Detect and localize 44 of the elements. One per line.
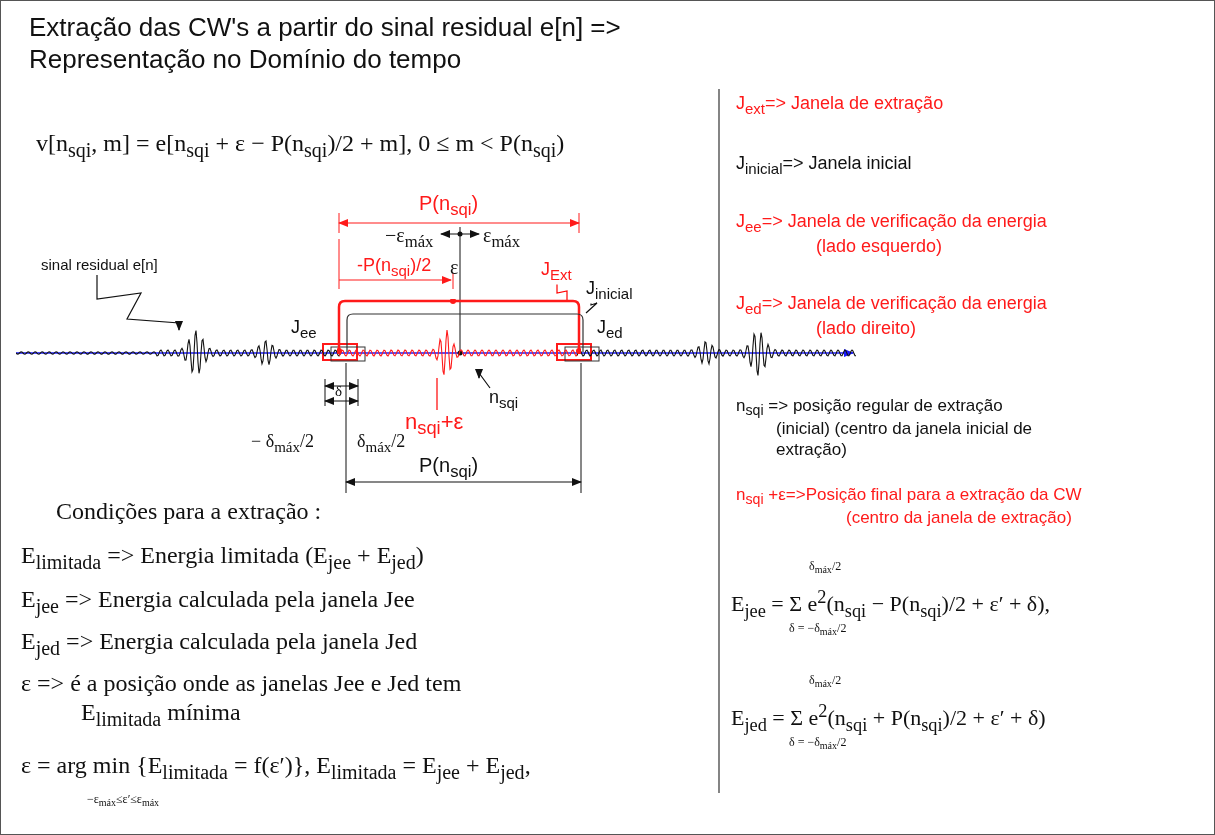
formula-subscript: δ$_{máx}$/2	[809, 673, 842, 691]
leader-line	[475, 369, 491, 389]
leader-line	[436, 377, 438, 411]
window-label: J$_{Ext}$	[541, 259, 572, 284]
definition-text: n$_{sqi}$ => posição regular de extração (inicial) (centro da janela inicial de extração)	[736, 396, 1034, 461]
dimension-label: ε$_{máx}$	[483, 223, 521, 252]
definition-text: ε => é a posição onde as janelas Jee e Jed tem E$_{limitada}$ mínima	[21, 669, 463, 731]
window-label: J$_{ee}$	[291, 317, 317, 342]
dimension-label: δ$_{máx}$/2	[357, 431, 406, 456]
definition-text: J$_{inicial}$=> Janela inicial	[736, 153, 912, 178]
definition-text: n$_{sqi}$ +ε=>Posição final para a extração da CW (centro da janela de extração)	[736, 485, 1083, 529]
extraction-window-bracket	[337, 299, 581, 355]
dimension-label: − δ$_{máx}$/2	[251, 431, 314, 456]
formula-subscript: δ$_{máx}$/2	[809, 559, 842, 577]
dimension-label: -P(n$_{sqi}$)/2	[357, 255, 432, 280]
callout-label: sinal residual e[n]	[41, 256, 158, 274]
section-heading: Condições para a extração :	[56, 497, 322, 526]
definition-text: J$_{ed}$=> Janela de verificação da energia (lado direito)	[736, 293, 1048, 340]
dimension-label: P(n$_{sqi}$)	[419, 453, 479, 482]
formula-subscript: δ = −δ$_{máx}$/2	[789, 735, 847, 753]
dimension-label: P(n$_{sqi}$)	[419, 191, 479, 220]
position-label: n$_{sqi}$	[489, 387, 519, 412]
window-label: J$_{ed}$	[597, 317, 623, 342]
definition-text: J$_{ee}$=> Janela de verificação da energia (lado esquerdo)	[736, 211, 1048, 258]
dimension-label: −ε$_{máx}$	[385, 223, 434, 252]
formula-subscript: −ε$_{máx}$≤ε′≤ε$_{máx}$	[87, 792, 160, 810]
leader-line	[556, 284, 568, 301]
definition-text: J$_{ext}$=> Janela de extração	[736, 93, 944, 118]
window-label: J$_{inicial}$	[586, 278, 633, 303]
definition-text: E$_{jed}$ => Energia calculada pela janela Jed	[21, 627, 418, 660]
dimension-label: δ	[335, 382, 343, 400]
formula-subscript: δ = −δ$_{máx}$/2	[789, 621, 847, 639]
slide-title: Extração das CW's a partir do sinal residual e[n] => Representação no Domínio do tempo	[29, 11, 622, 75]
definition-text: E$_{jee}$ => Energia calculada pela janela Jee	[21, 585, 415, 618]
leader-line	[96, 274, 183, 331]
formula: v[n$_{sqi}$, m] = e[n$_{sqi}$ + ε − P(n$_{sqi}$)/2 + m], 0 ≤ m < P(n$_{sqi}$)	[36, 129, 565, 162]
leader-line	[585, 302, 598, 314]
formula: E$_{jee}$ = Σ e$^{2}$(n$_{sqi}$ − P(n$_{sqi}$)/2 + ε′ + δ),	[731, 587, 1051, 623]
dimension-label: ε	[450, 255, 459, 279]
definition-text: E$_{limitada}$ => Energia limitada (E$_{jee}$ + E$_{jed}$)	[21, 541, 424, 574]
initial-window-bracket	[345, 312, 585, 355]
formula: E$_{jed}$ = Σ e$^{2}$(n$_{sqi}$ + P(n$_{sqi}$)/2 + ε′ + δ)	[731, 701, 1046, 737]
formula: ε = arg min {E$_{limitada}$ = f(ε′)}, E$_{limitada}$ = E$_{jee}$ + E$_{jed}$,	[21, 751, 531, 784]
position-label: n$_{sqi}$+ε	[405, 409, 464, 440]
